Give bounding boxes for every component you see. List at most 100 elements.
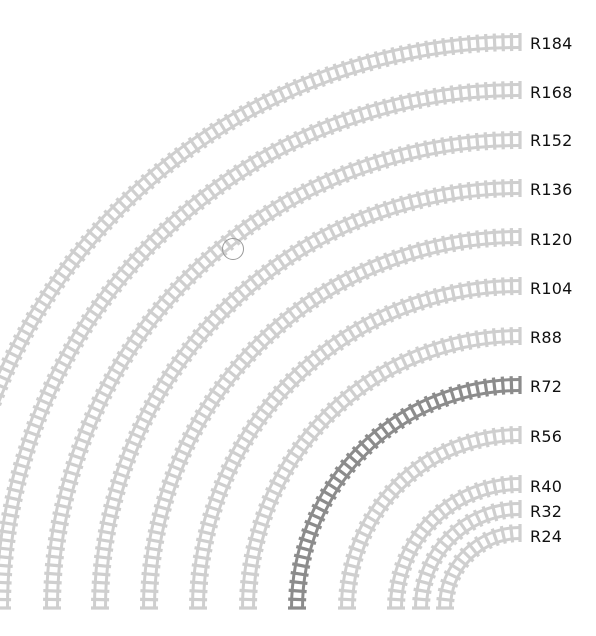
sleeper: [145, 537, 165, 545]
sleeper: [391, 301, 402, 320]
sleeper: [466, 231, 473, 250]
sleeper: [465, 485, 476, 504]
sleeper: [186, 335, 203, 350]
sleeper: [440, 578, 459, 588]
sleeper: [96, 537, 115, 544]
sleeper: [156, 377, 174, 390]
sleeper: [143, 399, 161, 412]
sleeper: [432, 237, 440, 256]
sleeper: [87, 404, 106, 415]
sleeper: [501, 277, 506, 296]
sleeper: [391, 570, 410, 579]
sleeper: [415, 578, 434, 587]
sleeper: [383, 304, 395, 323]
sleeper: [163, 288, 180, 303]
sleeper: [68, 452, 87, 462]
sleeper: [15, 453, 34, 462]
sleeper: [374, 203, 384, 222]
sleeper: [261, 494, 280, 506]
sleeper: [474, 379, 481, 399]
sleeper: [255, 150, 267, 168]
sleeper: [367, 505, 385, 519]
sleeper: [8, 341, 27, 353]
sleeper: [105, 495, 124, 504]
sleeper: [373, 51, 382, 70]
sleeper: [140, 173, 155, 190]
sleeper: [449, 283, 457, 303]
sleeper: [99, 380, 117, 393]
sleeper: [448, 439, 459, 458]
sleeper: [448, 335, 457, 354]
sleeper: [324, 117, 335, 136]
sleeper: [181, 342, 198, 356]
sleeper: [267, 391, 284, 406]
sleeper: [410, 460, 424, 478]
sleeper: [399, 298, 410, 317]
sleeper: [397, 146, 406, 165]
sleeper: [4, 495, 23, 503]
sleeper: [296, 240, 309, 258]
sleeper: [278, 378, 295, 394]
sleeper: [443, 570, 462, 581]
sleeper: [500, 426, 506, 445]
sleeper: [339, 390, 354, 407]
sleeper: [194, 132, 208, 149]
sleeper: [107, 487, 126, 496]
sleeper: [143, 554, 162, 561]
sleeper: [0, 537, 16, 544]
sleeper: [228, 448, 246, 461]
sleeper: [54, 502, 73, 510]
sleeper: [23, 428, 42, 439]
sleeper: [204, 504, 223, 513]
sleeper: [47, 536, 67, 543]
sleeper: [351, 445, 367, 461]
label-r136: R136: [530, 180, 573, 199]
track-r104: [189, 277, 522, 610]
sleeper: [301, 127, 312, 146]
sleeper: [424, 40, 431, 59]
sleeper: [191, 563, 210, 569]
sleeper: [282, 249, 295, 267]
sleeper: [423, 395, 434, 414]
sleeper: [293, 130, 304, 149]
sleeper: [500, 131, 505, 150]
sleeper: [134, 179, 149, 196]
sleeper: [316, 120, 327, 139]
sleeper: [204, 183, 219, 201]
sleeper: [229, 360, 246, 375]
rail: [142, 230, 521, 609]
sleeper: [203, 315, 219, 331]
sleeper: [408, 295, 418, 314]
sleeper: [161, 370, 179, 383]
sleeper: [199, 520, 219, 529]
sleeper: [300, 75, 311, 94]
sleeper: [415, 41, 423, 61]
sleeper: [0, 374, 12, 383]
sleeper: [308, 123, 320, 142]
sleeper: [290, 571, 309, 577]
sleeper: [424, 89, 431, 108]
sleeper: [152, 301, 169, 316]
sleeper: [311, 231, 324, 249]
sleeper: [124, 438, 143, 449]
sleeper: [249, 528, 268, 537]
sleeper: [499, 525, 507, 545]
sleeper: [0, 563, 13, 568]
sleeper: [140, 240, 156, 256]
sleeper: [43, 580, 62, 585]
sleeper: [190, 416, 208, 429]
sleeper: [34, 297, 52, 310]
sleeper: [440, 337, 449, 356]
sleeper: [261, 264, 275, 281]
sleeper: [417, 455, 431, 473]
sleeper: [332, 114, 343, 133]
sleeper: [500, 327, 506, 346]
sleeper: [177, 205, 192, 221]
sleeper: [324, 66, 334, 85]
sleeper: [492, 81, 497, 100]
sleeper: [288, 588, 307, 594]
sleeper: [482, 429, 490, 448]
sleeper: [390, 478, 406, 494]
sleeper: [103, 373, 121, 385]
sleeper: [216, 118, 229, 136]
